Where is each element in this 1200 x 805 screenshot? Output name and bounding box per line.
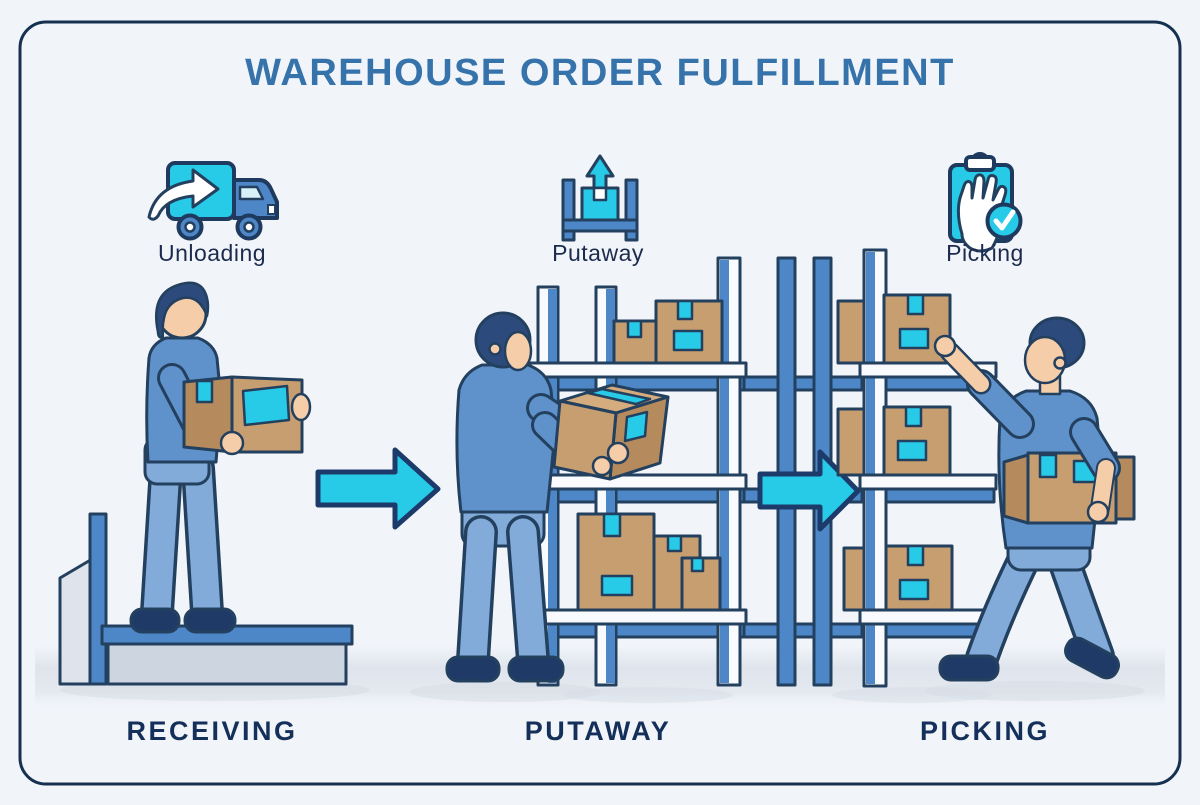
pick-boxes — [882, 293, 954, 612]
picking-illustration — [836, 248, 1136, 688]
stage-icon-label-putaway: Putaway — [552, 240, 644, 266]
unload-arrow-glyph — [147, 168, 220, 221]
worker-placing-box — [445, 311, 670, 683]
receiving-illustration — [58, 281, 354, 686]
shelved-boxes-top — [612, 299, 724, 365]
stage-label-receiving: RECEIVING — [126, 716, 298, 746]
clipboard-picking-icon — [948, 152, 1023, 253]
stage-icon-label-picking: Picking — [946, 240, 1024, 266]
truck-unloading-icon — [147, 161, 279, 241]
storage-rack-picking — [836, 248, 998, 688]
stage-label-putaway: PUTAWAY — [524, 716, 672, 746]
storage-rack-putaway — [528, 256, 748, 687]
stage-icon-label-unloading: Unloading — [157, 240, 267, 266]
page-border — [18, 20, 1182, 786]
shelf-putaway-icon — [561, 154, 639, 242]
flow-arrow-2 — [757, 449, 861, 532]
flow-arrow-1 — [315, 447, 441, 530]
worker-carrying-box — [129, 281, 312, 634]
stage-label-picking: PICKING — [919, 716, 1050, 746]
shelved-boxes-bottom — [576, 512, 722, 612]
worker-picking-box — [933, 316, 1136, 682]
putaway-illustration — [445, 256, 748, 687]
page-title: WAREHOUSE ORDER FULFILLMENT — [245, 52, 955, 94]
loading-dock — [58, 512, 354, 686]
checkmark-glyph — [993, 209, 1016, 231]
carried-box-receiving — [182, 375, 304, 454]
